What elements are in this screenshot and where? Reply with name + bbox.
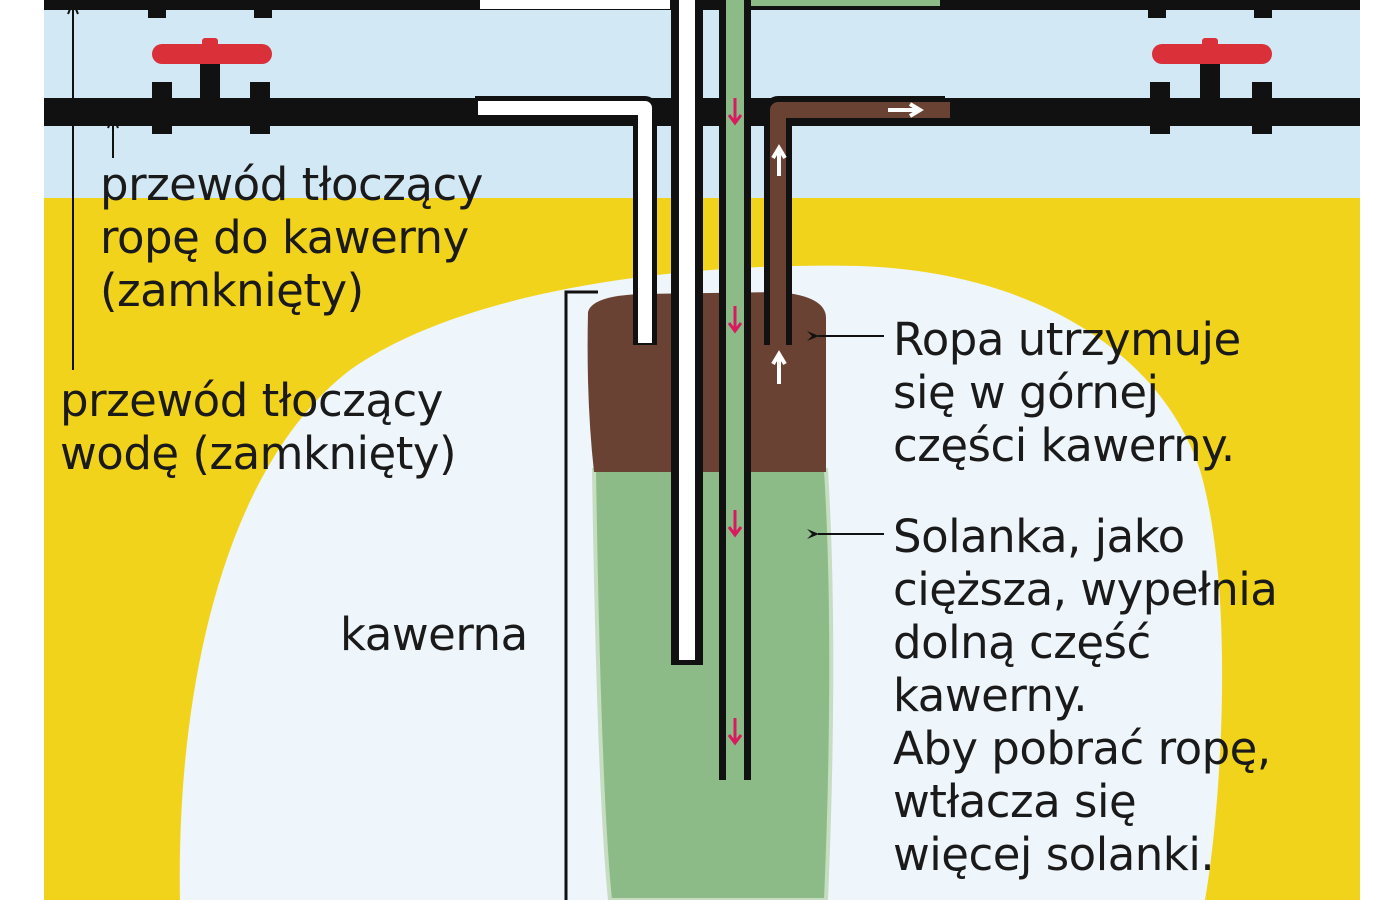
arrow-down-icon [727,98,743,746]
cavern-label: kawerna [340,608,528,661]
valve-icon [148,0,1272,134]
oil-pipe-label: przewód tłoczący ropę do kawerny (zamkni… [100,158,483,317]
water-pipe-label: przewód tłoczący wodę (zamknięty) [60,374,457,480]
brine-layer [591,468,834,900]
arrow-right-icon [888,102,924,118]
valve-handle-left [152,44,272,64]
oil-note: Ropa utrzymuje się w górnej części kawer… [893,313,1241,472]
valve-handle-right [1152,44,1272,64]
arrow-up-icon [771,144,787,384]
brine-note: Solanka, jako cięższa, wypełnia dolną cz… [893,510,1278,881]
cavern-bracket [564,290,598,900]
water-pipe-right-green-segment [750,0,940,6]
water-pipe-left-white-segment [480,0,670,9]
